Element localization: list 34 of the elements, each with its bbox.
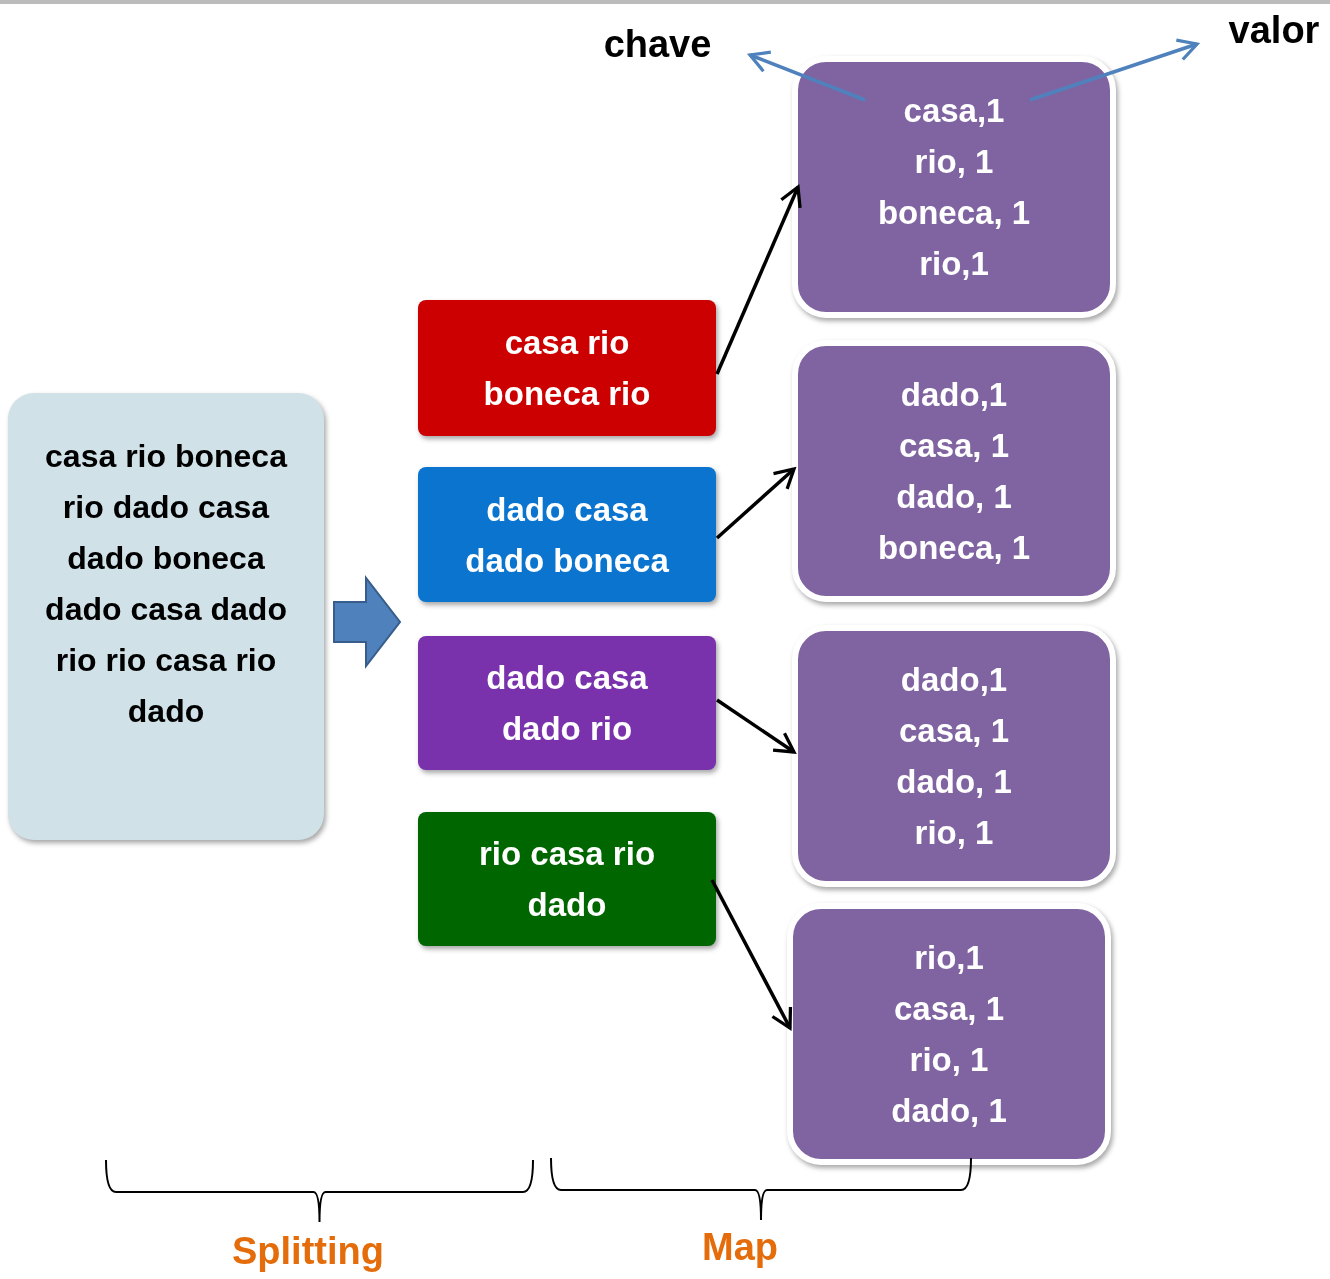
arrow	[748, 50, 866, 102]
node-text: dado casa dado rio	[485, 658, 649, 749]
value-label: valor	[1228, 7, 1320, 53]
node-text: dado, 1	[891, 1091, 1007, 1131]
node-text: casa,1	[903, 91, 1005, 131]
phase-label: Map	[702, 1226, 778, 1269]
node-text: rio, 1	[914, 142, 994, 182]
node-text: casa, 1	[898, 426, 1010, 466]
block-arrow	[333, 575, 402, 669]
split-box	[418, 812, 716, 946]
node-text: dado, 1	[896, 762, 1012, 802]
arrow	[715, 185, 802, 375]
node-text: dado casa dado boneca	[464, 489, 670, 581]
node-text: boneca, 1	[877, 528, 1031, 568]
split-box	[418, 467, 716, 602]
node-text: rio,1	[914, 938, 984, 978]
split-box	[418, 636, 716, 770]
node-text: casa, 1	[898, 711, 1010, 751]
split-box	[418, 300, 716, 436]
input-box	[8, 393, 324, 840]
node-text: boneca, 1	[877, 193, 1031, 233]
node-text: rio casa rio dado	[477, 834, 657, 925]
node-text: rio,1	[919, 244, 989, 284]
key-label: chave	[603, 21, 712, 67]
node-text: casa rio boneca rio dado casa dado boneca dado casa dado rio rio casa rio dado	[44, 436, 289, 731]
node-text: rio, 1	[914, 813, 994, 853]
node-text: casa rio boneca rio	[482, 323, 652, 414]
node-text: casa, 1	[893, 989, 1005, 1029]
node-text: dado,1	[900, 375, 1008, 415]
phase-label: Splitting	[232, 1230, 384, 1273]
node-text: dado, 1	[896, 477, 1012, 517]
arrow	[1029, 38, 1199, 102]
node-text: rio, 1	[909, 1040, 989, 1080]
node-text: dado,1	[900, 660, 1008, 700]
